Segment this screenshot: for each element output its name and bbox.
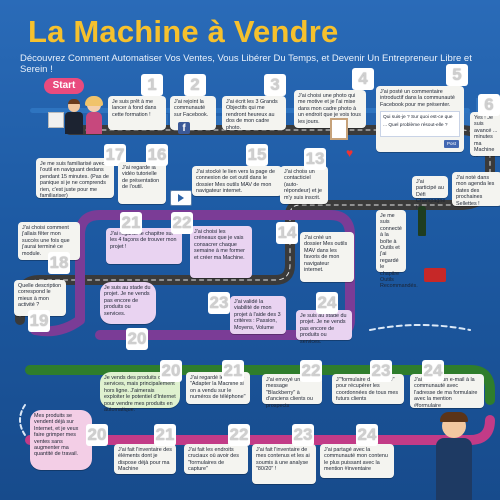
step-20-project-number: 20	[126, 328, 148, 350]
step-1: Je suis prêt à me lancer à fond dans cet…	[108, 96, 166, 130]
step-5-number: 5	[446, 64, 468, 86]
woman-character	[84, 96, 104, 134]
pink-step-24-number: 24	[356, 424, 378, 446]
pink-step-22: J'ai fait les endroits cruciaux où avoir…	[184, 444, 248, 474]
step-6-number: 6	[478, 94, 500, 116]
pink-step-20-number: 20	[86, 424, 108, 446]
step-17-number: 17	[104, 144, 126, 166]
facebook-post-box: Qui suis-je ? Sur quoi est-ce que ... Qu…	[380, 111, 460, 138]
green-step-23: J'"formulaire de capture" pour récupérer…	[332, 374, 404, 404]
step-11: J'ai créé un dossier Mes outils MAV dans…	[300, 232, 354, 282]
step-2-number: 2	[184, 74, 206, 96]
photo-frame-icon	[330, 118, 348, 140]
step-7: J'ai noté dans mon agenda les dates des …	[452, 172, 500, 207]
step-17: Je me suis familiarisé avec l'outil en n…	[36, 158, 114, 199]
step-18-number: 18	[48, 252, 70, 274]
facebook-icon: f	[178, 122, 190, 134]
pink-step-21-number: 21	[154, 424, 176, 446]
step-24-project: Je suis au stade du projet. Je ne vends …	[296, 310, 352, 345]
box-icon	[48, 112, 64, 128]
step-21-project: J'ai regardé le chapitre sur les 4 façon…	[106, 228, 182, 264]
step-16: J'ai regardé la vidéo tutorielle de prés…	[118, 162, 166, 204]
pink-step-21: J'ai fait l'inventaire des éléments dont…	[114, 444, 176, 474]
step-19-number: 19	[28, 310, 50, 332]
step-8: J'ai participé au Défi Champagne !	[412, 176, 448, 211]
red-gift-icon	[424, 268, 446, 282]
post-button[interactable]: Post	[443, 139, 459, 148]
page-subtitle: Découvrez Comment Automatiser Vos Ventes…	[20, 53, 472, 75]
champagne-bottle-icon	[418, 206, 426, 236]
step-3-number: 3	[264, 74, 286, 96]
step-14-number: 14	[276, 222, 298, 244]
step-23-project: J'ai validé la viabilité de mon projet à…	[230, 296, 286, 334]
pink-step-22-number: 22	[228, 424, 250, 446]
pink-step-20: Mes produits se vendent déjà sur Interne…	[30, 410, 92, 470]
pink-step-23: J'ai fait l'inventaire de mes contenus e…	[252, 444, 316, 484]
step-6: Yes ! Je suis avancé ... minutes ma Mach…	[470, 112, 500, 159]
pink-step-23-number: 23	[292, 424, 314, 446]
step-3: J'ai écrit les 3 Grands Objectifs qui me…	[222, 96, 286, 131]
step-4-number: 4	[352, 68, 374, 90]
pink-step-24: J'ai partagé avec la communauté mon cont…	[320, 444, 394, 478]
green-step-21-number: 21	[222, 360, 244, 382]
step-1-number: 1	[141, 74, 163, 96]
green-step-23-number: 23	[370, 360, 392, 382]
step-22-project: J'ai choisi les créneaux que je vais con…	[190, 226, 252, 278]
green-step-20-number: 20	[160, 360, 182, 382]
step-15-number: 15	[246, 144, 268, 166]
step-9: Je me suis connecté à la boîte à Outils …	[376, 210, 418, 289]
step-23-number: 23	[208, 292, 230, 314]
green-step-24-number: 24	[422, 360, 444, 382]
video-play-icon	[170, 190, 192, 206]
start-badge: Start	[44, 78, 84, 94]
heart-icon: ♥	[346, 146, 354, 160]
step-5: J'ai posté un commentaire introductif da…	[376, 86, 464, 152]
step-12: J'ai stocké le lien vers la page de conn…	[192, 166, 282, 196]
step-10: J'ai choisi un contacticiel (auto-répond…	[280, 166, 328, 204]
step-20-project: Je suis au stade du projet. Je ne vends …	[100, 282, 156, 324]
page-title: La Machine à Vendre	[28, 14, 339, 49]
step-13-number: 13	[304, 148, 326, 170]
step-24-number: 24	[316, 292, 338, 314]
step-22-number: 22	[171, 212, 193, 234]
thumbs-up-character	[430, 412, 480, 500]
green-step-22-number: 22	[300, 360, 322, 382]
step-16-number: 16	[146, 144, 168, 166]
step-2: J'ai rejoint la communauté sur Facebook.	[170, 96, 216, 130]
man-character	[64, 99, 84, 134]
step-21-number: 21	[120, 212, 142, 234]
